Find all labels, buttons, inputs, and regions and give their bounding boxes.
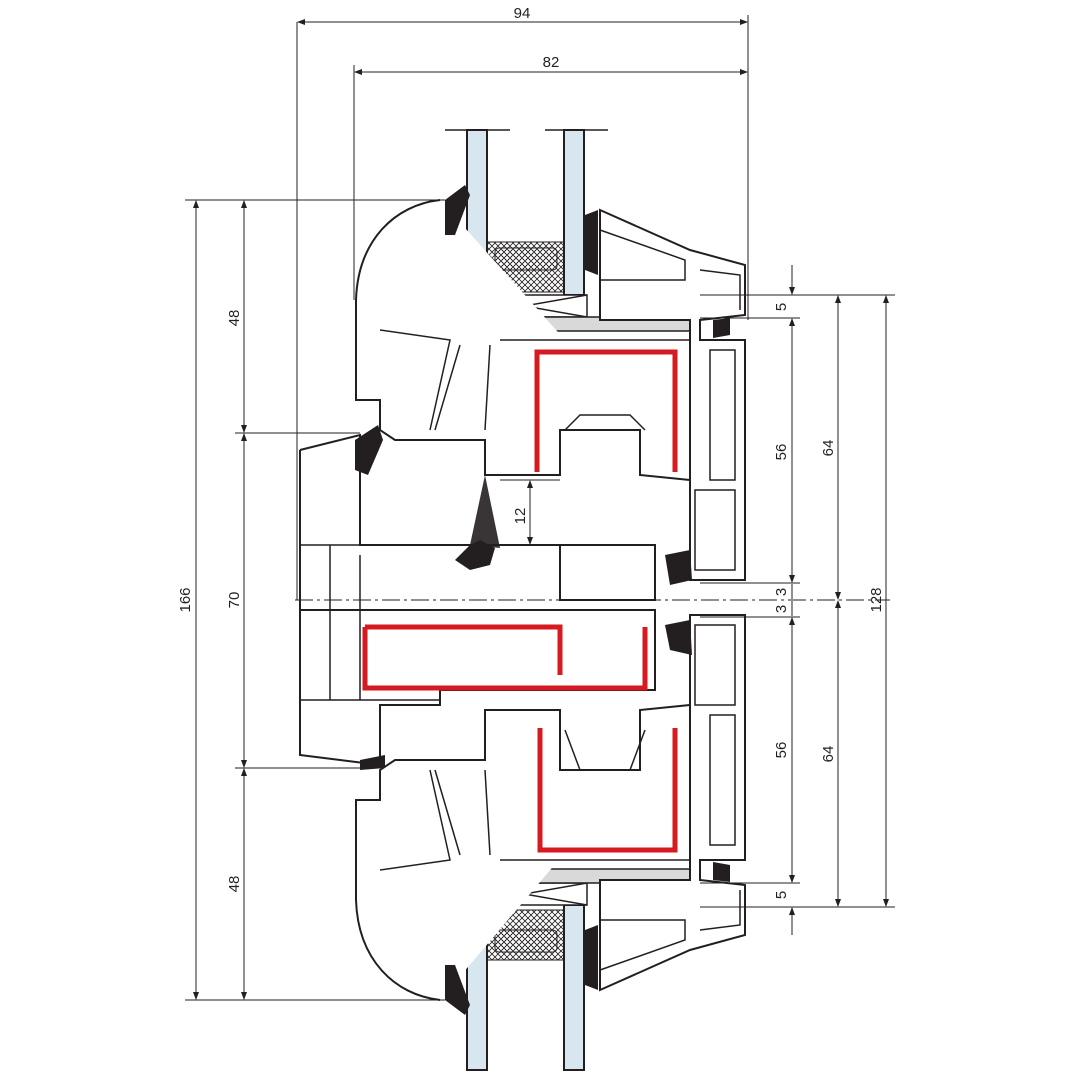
frame-profile [299, 433, 656, 767]
lower-sash-profile [355, 614, 746, 1001]
dim-glass-rebate-bottom: 56 [773, 742, 790, 759]
dim-overall-depth: 94 [514, 5, 531, 22]
upper-sash-profile [355, 199, 746, 581]
dim-lower-sash-height: 48 [226, 876, 243, 893]
dim-glazing-gap-bottom: 5 [773, 891, 790, 899]
dim-upper-sash-height: 48 [226, 310, 243, 327]
dim-glazing-gap-top: 5 [773, 303, 790, 311]
dim-frame-height: 70 [226, 592, 243, 609]
dim-glass-rebate-top: 56 [773, 444, 790, 461]
dim-total-height: 166 [177, 587, 194, 612]
dim-frame-depth: 82 [543, 54, 560, 71]
dim-gap-upper: 3 [773, 588, 790, 596]
dim-sash-bottom: 64 [820, 746, 837, 763]
dim-rebate-offset: 12 [512, 508, 529, 525]
dimension-lines [185, 15, 895, 1001]
dim-overall-sash: 128 [868, 587, 885, 612]
dim-sash-top: 64 [820, 440, 837, 457]
dim-gap-lower: 3 [773, 605, 790, 613]
gaskets [355, 185, 730, 1015]
